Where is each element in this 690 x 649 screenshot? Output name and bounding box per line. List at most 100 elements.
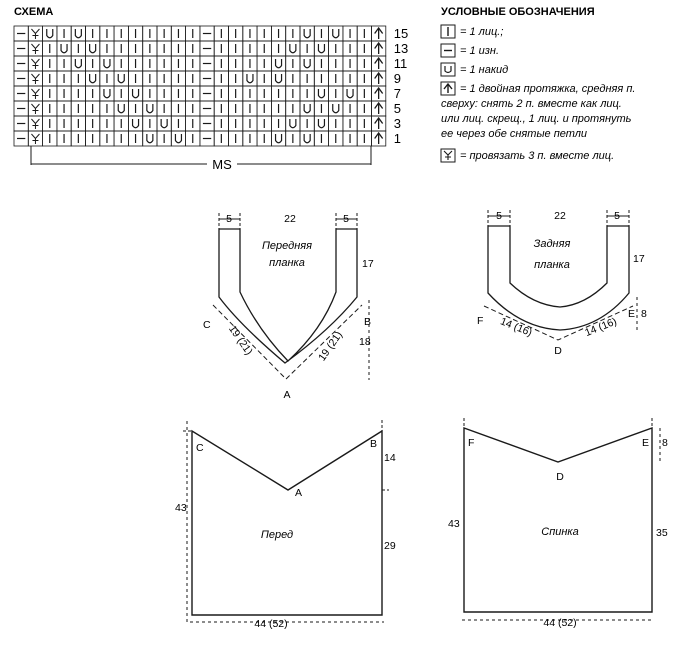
legend-text-double-decrease-3: или лиц. скрещ., 1 лиц. и протянуть: [441, 113, 632, 125]
front-band-strap-height: 17: [362, 258, 374, 270]
knit-cell: [228, 100, 244, 117]
back-band-title-2: планка: [534, 259, 570, 271]
knit-cell: [185, 115, 201, 132]
back-piece-outline: [463, 427, 653, 613]
knit-cell: [342, 115, 358, 132]
purl-edge-cell: [13, 115, 29, 132]
front-band-top-width: 22: [284, 213, 296, 225]
knit-cell: [170, 55, 187, 72]
knit-cell: [185, 100, 201, 117]
chart-row-number: 7: [394, 86, 401, 101]
purl-edge-cell: [13, 130, 29, 147]
knit-cell: [213, 130, 229, 147]
knit-cell: [42, 40, 58, 57]
knit-cell: [185, 85, 201, 102]
knit-cell: [156, 85, 172, 102]
knit-cell: [42, 70, 58, 87]
knit-cell: [342, 25, 358, 42]
knit-cell: [99, 25, 115, 42]
chart-row-number: 11: [394, 56, 408, 71]
knit-cell: [156, 100, 172, 117]
knit-cell: [127, 130, 144, 147]
k3tog-cell: [27, 85, 43, 102]
yarn-over-cell: [270, 130, 287, 147]
knit-cell: [328, 115, 344, 132]
k3tog-cell: [27, 130, 43, 147]
k3tog-cell: [27, 115, 43, 132]
legend-title: УСЛОВНЫЕ ОБОЗНАЧЕНИЯ: [441, 6, 595, 18]
purl-edge-cell: [13, 85, 29, 102]
knit-cell: [156, 25, 172, 42]
legend-text-yarn-over: = 1 накид: [460, 64, 508, 76]
front-band-side-height: 18: [359, 336, 371, 348]
front-band-point-b: B: [364, 316, 371, 328]
yarn-over-cell: [299, 100, 315, 117]
purl-cell: [199, 115, 215, 132]
purl-cell: [199, 130, 215, 147]
legend-text-double-decrease-2: сверху: снять 2 п. вместе как лиц.: [441, 98, 622, 110]
chart-row-number: 13: [394, 41, 408, 56]
knit-cell: [85, 130, 101, 147]
knit-cell: [256, 100, 272, 117]
back-band-diagram: 5 22 5 17 8 Задняя планка 14 (16) 14 (16…: [477, 210, 647, 357]
knit-cell: [42, 130, 58, 147]
knit-cell: [213, 115, 229, 132]
knit-cell: [256, 85, 272, 102]
knit-cell: [328, 55, 344, 72]
yarn-over-cell: [342, 85, 358, 102]
purl-edge-cell: [13, 100, 29, 117]
knit-cell: [70, 40, 86, 57]
knit-cell: [242, 100, 258, 117]
double-decrease-cell: [371, 70, 387, 87]
knit-cell: [228, 115, 244, 132]
knit-cell: [356, 130, 372, 147]
back-point-e: E: [642, 437, 649, 449]
knit-cell: [228, 25, 244, 42]
knit-cell: [99, 130, 115, 147]
front-title: Перед: [261, 529, 293, 541]
knit-cell: [213, 85, 229, 102]
k3tog-cell: [27, 55, 43, 72]
knit-cell: [56, 100, 72, 117]
yarn-over-icon: [440, 62, 456, 77]
knit-cell: [242, 55, 258, 72]
knit-cell: [242, 85, 258, 102]
back-band-title-1: Задняя: [534, 238, 571, 250]
knit-cell: [127, 40, 144, 57]
knit-cell: [85, 85, 101, 102]
k3tog-cell: [27, 40, 43, 57]
k3tog-cell: [27, 100, 43, 117]
knit-stitch-icon: [440, 24, 456, 39]
knit-cell: [256, 25, 272, 42]
knit-cell: [328, 130, 344, 147]
purl-cell: [199, 40, 215, 57]
front-band-point-c: C: [203, 319, 211, 331]
knit-cell: [142, 85, 158, 102]
knit-cell: [256, 130, 272, 147]
knit-cell: [242, 115, 258, 132]
double-decrease-cell: [371, 40, 387, 57]
yarn-over-cell: [299, 55, 315, 72]
knit-cell: [56, 55, 72, 72]
chart-title: СХЕМА: [14, 6, 53, 18]
knit-cell: [356, 85, 372, 102]
knit-cell: [70, 100, 86, 117]
chart-grid: [13, 25, 387, 147]
yarn-over-cell: [270, 55, 287, 72]
knit-cell: [142, 55, 158, 72]
knit-cell: [342, 40, 358, 57]
knit-cell: [213, 100, 229, 117]
yarn-over-cell: [113, 100, 129, 117]
knit-cell: [285, 130, 301, 147]
k3tog-icon: [440, 148, 456, 163]
double-decrease-cell: [371, 100, 387, 117]
knit-cell: [270, 40, 287, 57]
knit-cell: [56, 25, 72, 42]
back-point-f: F: [468, 437, 474, 449]
legend-item-yarn-over: = 1 накид: [440, 62, 508, 77]
yarn-over-cell: [285, 40, 301, 57]
knit-cell: [142, 70, 158, 87]
knit-cell: [213, 70, 229, 87]
